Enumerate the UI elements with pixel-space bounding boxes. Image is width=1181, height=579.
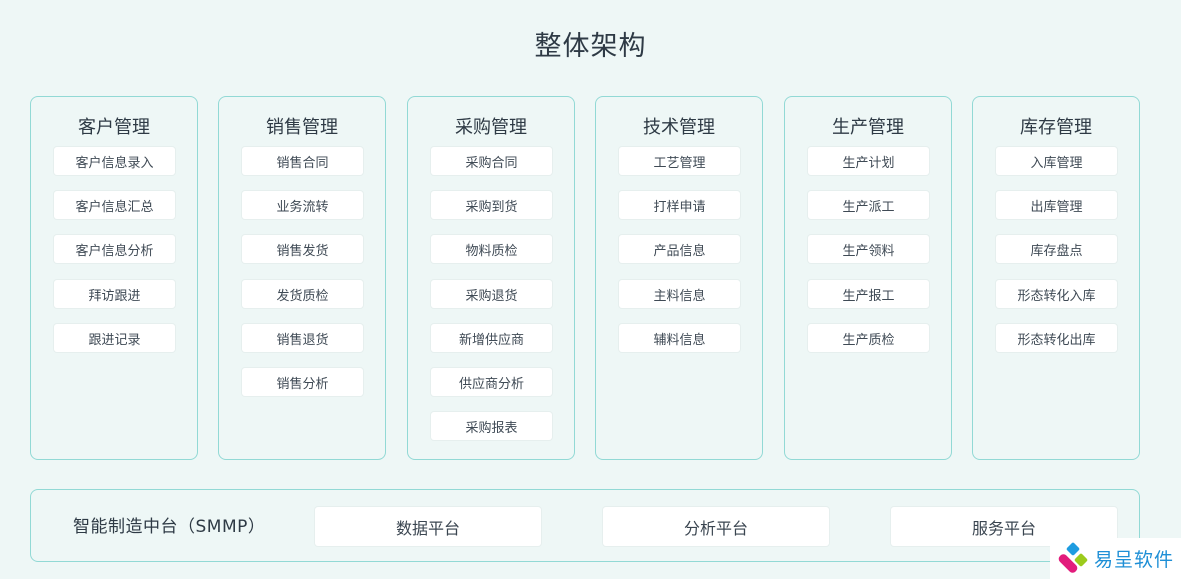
module-item[interactable]: 生产质检 (808, 324, 929, 352)
module-heading: 销售管理 (266, 117, 338, 138)
module-sales-management: 销售管理 销售合同 业务流转 销售发货 发货质检 销售退货 销售分析 (218, 96, 386, 460)
module-heading: 客户管理 (78, 117, 150, 138)
module-item[interactable]: 生产报工 (808, 280, 929, 308)
module-item[interactable]: 销售发货 (242, 235, 363, 263)
module-item[interactable]: 物料质检 (431, 235, 552, 263)
data-platform-button[interactable]: 数据平台 (315, 507, 541, 546)
module-item[interactable]: 生产领料 (808, 235, 929, 263)
module-item[interactable]: 库存盘点 (996, 235, 1117, 263)
module-item[interactable]: 入库管理 (996, 147, 1117, 175)
module-item[interactable]: 形态转化出库 (996, 324, 1117, 352)
platform-bar-label: 智能制造中台（SMMP） (73, 517, 266, 537)
module-item[interactable]: 采购报表 (431, 412, 552, 440)
module-item[interactable]: 销售合同 (242, 147, 363, 175)
module-item[interactable]: 业务流转 (242, 191, 363, 219)
module-heading: 技术管理 (643, 117, 715, 138)
module-item[interactable]: 主料信息 (619, 280, 740, 308)
module-heading: 采购管理 (455, 117, 527, 138)
analysis-platform-button[interactable]: 分析平台 (603, 507, 829, 546)
module-item[interactable]: 工艺管理 (619, 147, 740, 175)
module-heading: 库存管理 (1020, 117, 1092, 138)
module-item[interactable]: 供应商分析 (431, 368, 552, 396)
module-item[interactable]: 客户信息汇总 (54, 191, 175, 219)
logo-icon (1056, 542, 1090, 576)
logo-text: 易呈软件 (1094, 549, 1175, 571)
module-item[interactable]: 采购到货 (431, 191, 552, 219)
module-item[interactable]: 销售分析 (242, 368, 363, 396)
module-item[interactable]: 客户信息分析 (54, 235, 175, 263)
module-item[interactable]: 辅料信息 (619, 324, 740, 352)
module-item[interactable]: 发货质检 (242, 280, 363, 308)
module-item[interactable]: 采购退货 (431, 280, 552, 308)
service-platform-button[interactable]: 服务平台 (891, 507, 1117, 546)
module-item[interactable]: 拜访跟进 (54, 280, 175, 308)
brand-logo: 易呈软件 (1050, 538, 1181, 579)
module-production-management: 生产管理 生产计划 生产派工 生产领料 生产报工 生产质检 (784, 96, 952, 460)
module-purchase-management: 采购管理 采购合同 采购到货 物料质检 采购退货 新增供应商 供应商分析 采购报… (407, 96, 575, 460)
module-inventory-management: 库存管理 入库管理 出库管理 库存盘点 形态转化入库 形态转化出库 (972, 96, 1140, 460)
module-item[interactable]: 生产计划 (808, 147, 929, 175)
module-item[interactable]: 跟进记录 (54, 324, 175, 352)
module-item[interactable]: 形态转化入库 (996, 280, 1117, 308)
module-item[interactable]: 产品信息 (619, 235, 740, 263)
module-customer-management: 客户管理 客户信息录入 客户信息汇总 客户信息分析 拜访跟进 跟进记录 (30, 96, 198, 460)
platform-bar: 智能制造中台（SMMP） 数据平台 分析平台 服务平台 (30, 489, 1140, 562)
module-item[interactable]: 打样申请 (619, 191, 740, 219)
module-item[interactable]: 采购合同 (431, 147, 552, 175)
module-item[interactable]: 生产派工 (808, 191, 929, 219)
module-item[interactable]: 新增供应商 (431, 324, 552, 352)
module-technology-management: 技术管理 工艺管理 打样申请 产品信息 主料信息 辅料信息 (595, 96, 763, 460)
module-item[interactable]: 出库管理 (996, 191, 1117, 219)
module-item[interactable]: 销售退货 (242, 324, 363, 352)
page-title: 整体架构 (534, 31, 647, 62)
module-item[interactable]: 客户信息录入 (54, 147, 175, 175)
module-heading: 生产管理 (832, 117, 904, 138)
